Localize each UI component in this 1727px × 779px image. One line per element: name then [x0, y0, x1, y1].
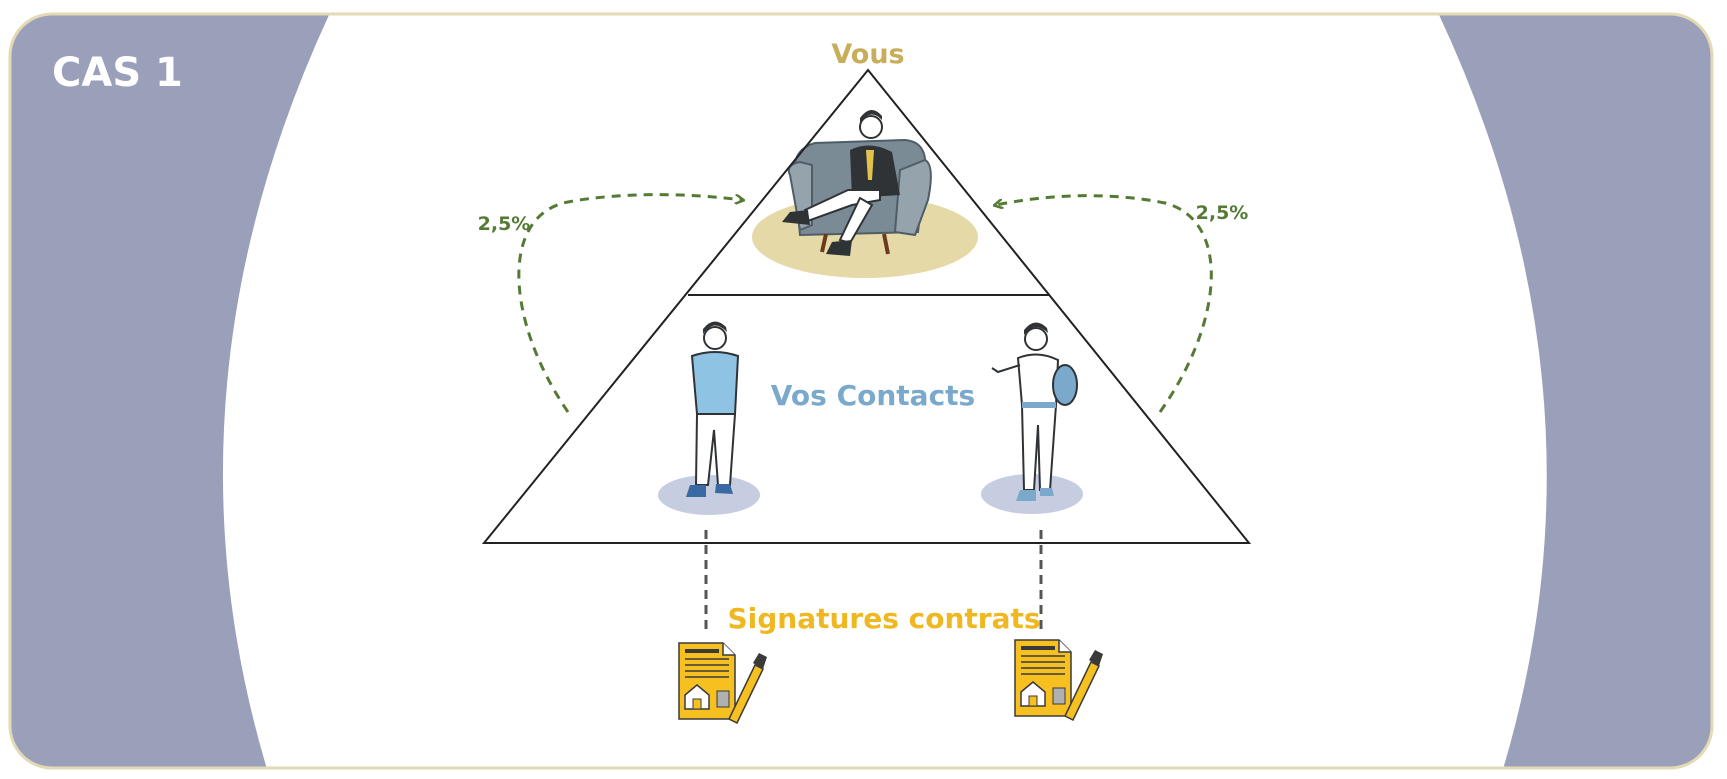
pyramid — [481, 68, 1252, 544]
man-with-backpack-icon — [981, 322, 1083, 514]
percent-left-label: 2,5% — [478, 213, 531, 235]
arrow-right-commission — [996, 194, 1213, 413]
seated-businessman-icon — [752, 109, 978, 278]
contacts-label: Vos Contacts — [771, 379, 975, 412]
standing-man-icon — [658, 321, 760, 515]
contract-signing-icon — [678, 642, 767, 725]
arrow-left-commission — [517, 193, 742, 413]
case-title: CAS 1 — [52, 50, 183, 96]
vous-label: Vous — [831, 39, 904, 70]
card-border — [8, 12, 1714, 770]
card-background — [10, 14, 1712, 768]
signatures-label: Signatures contrats — [727, 602, 1040, 635]
contract-signing-icon — [1014, 639, 1103, 722]
percent-right-label: 2,5% — [1196, 202, 1249, 224]
center-panel — [222, 14, 1547, 768]
